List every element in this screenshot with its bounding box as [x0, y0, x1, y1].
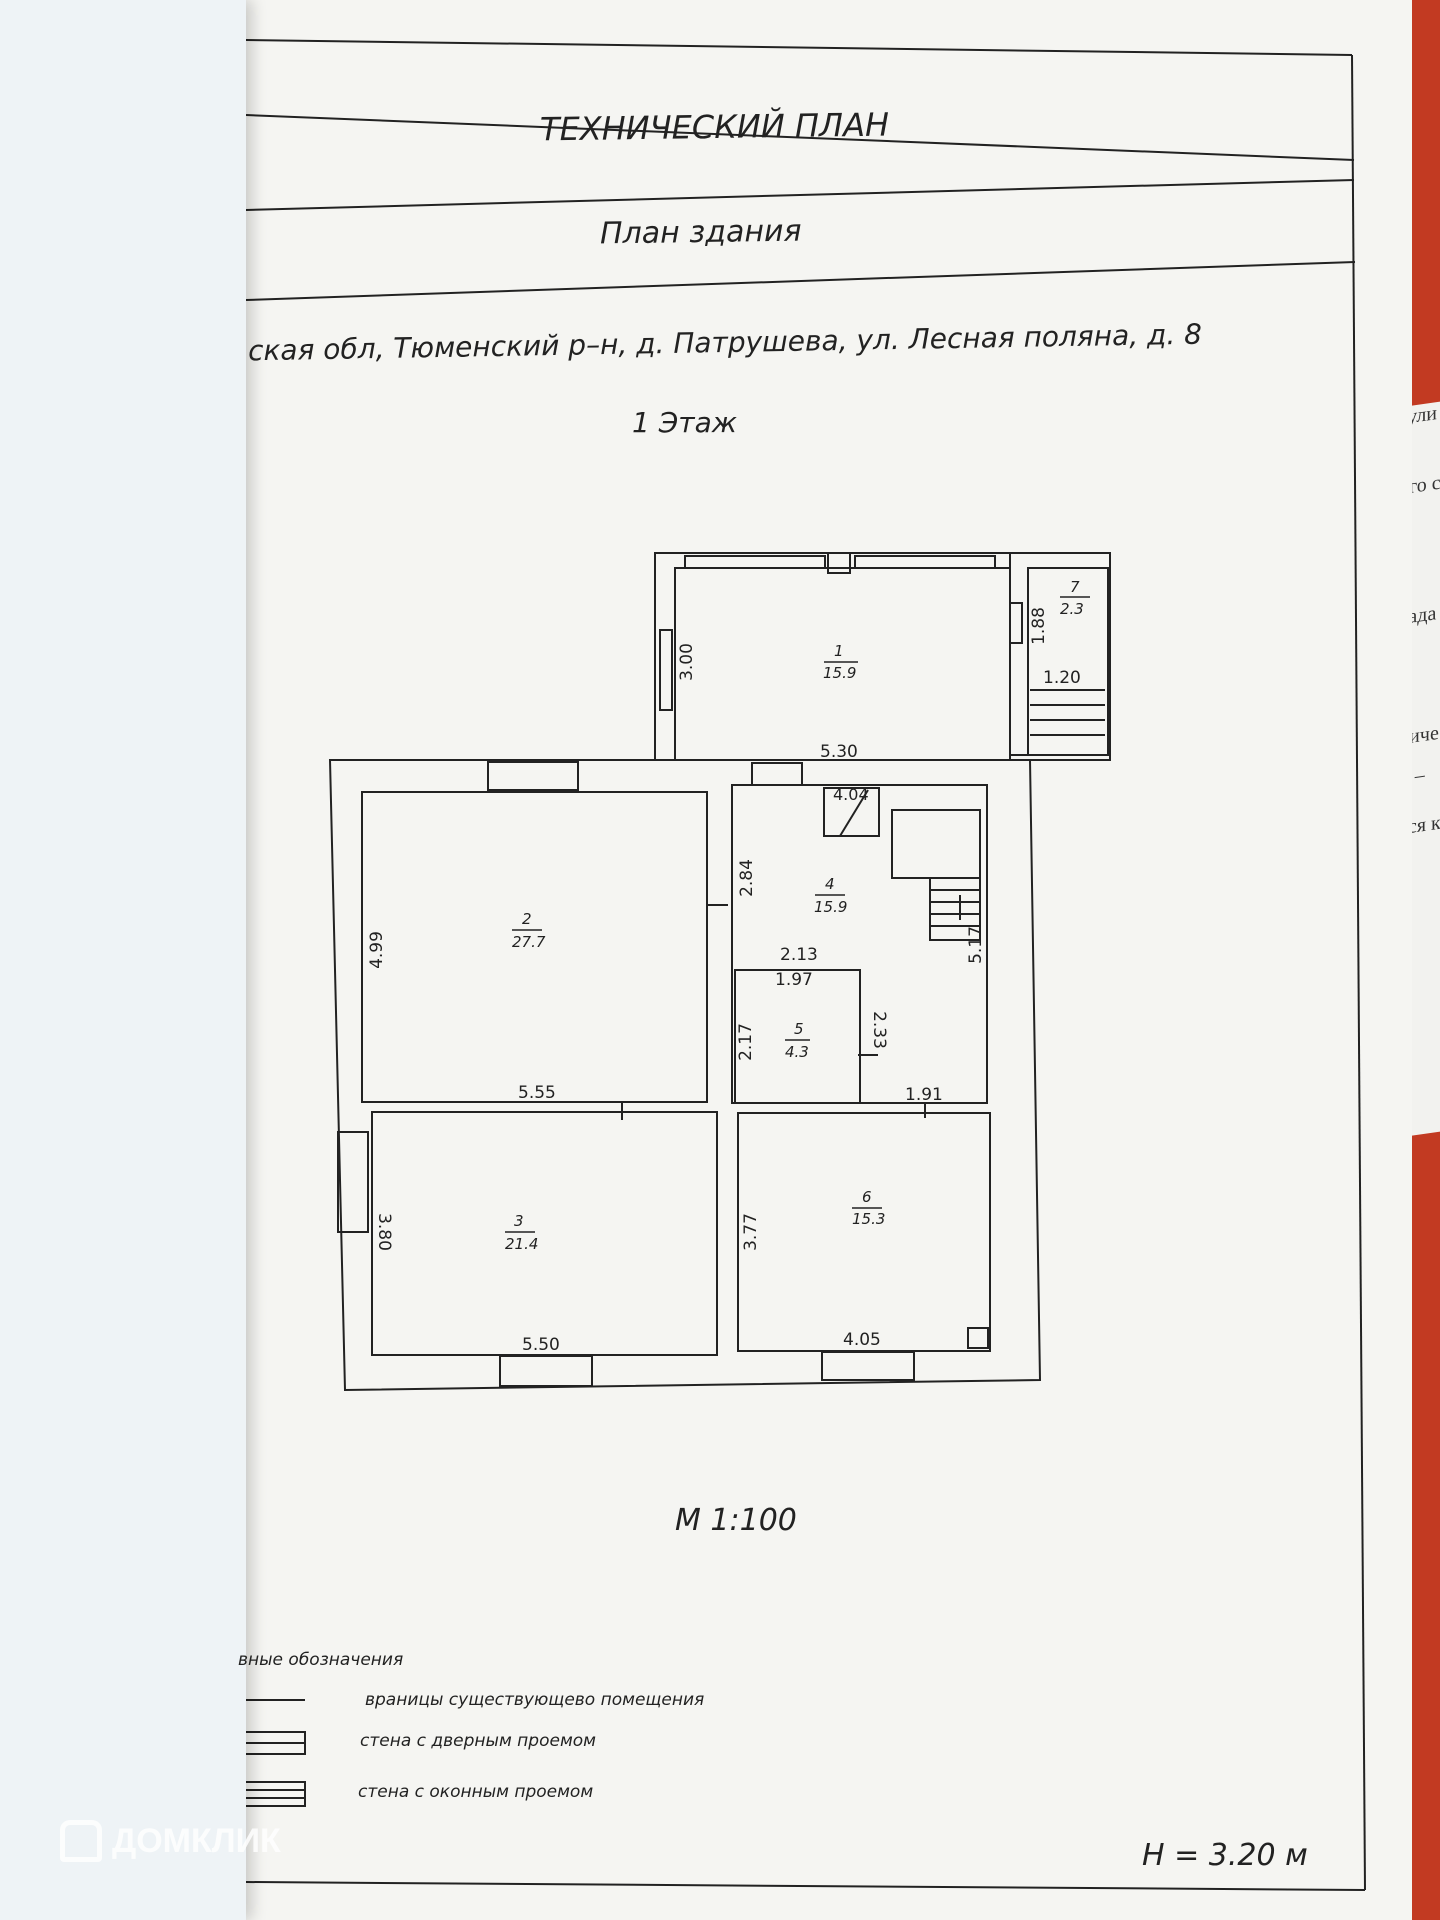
legend-door-label: стена с дверным проемом: [360, 1731, 596, 1751]
stair-arrow: [839, 789, 869, 837]
dim-room5-left: 2.17: [735, 1023, 756, 1061]
dim-room7-height: 1.88: [1028, 607, 1049, 645]
room2-number: 2: [522, 910, 532, 928]
room2-area: 27.7: [512, 933, 546, 951]
dim-room2-width: 5.55: [518, 1083, 556, 1103]
frame-right-line: [1351, 54, 1366, 1891]
watermark-text: ДОМКЛИК: [112, 1821, 281, 1860]
frame-top-line: [245, 39, 1353, 56]
dim-room6-top: 1.91: [905, 1085, 943, 1105]
room1-area: 15.9: [823, 664, 857, 682]
room1-number: 1: [834, 642, 844, 660]
room1-outer-wall: [654, 552, 1111, 761]
stair-flight-lower: [929, 877, 981, 941]
room4-number: 4: [825, 875, 835, 893]
stair-landing: [823, 787, 880, 837]
dim-room5-right: 2.33: [868, 1011, 889, 1049]
dim-room4-right: 5.17: [965, 926, 986, 964]
room6-area: 15.3: [852, 1210, 886, 1228]
window-room6-bottom: [821, 1351, 915, 1381]
room2-outline: [361, 791, 708, 1103]
house-icon: [60, 1820, 102, 1862]
room7-inner-wall: [1027, 567, 1109, 756]
room3-area: 21.4: [505, 1235, 539, 1253]
dim-room1-width: 5.30: [820, 742, 858, 762]
document-section: План здания: [599, 213, 802, 252]
legend-title: вные обозначения: [238, 1650, 404, 1670]
window-room1-top-right: [854, 555, 996, 569]
left-blank-page: [0, 0, 246, 1920]
frame-bottom-line: [245, 1881, 1366, 1891]
dim-room6-width: 4.05: [843, 1330, 881, 1350]
window-mullion: [827, 552, 851, 574]
dim-room1-height: 3.00: [676, 643, 697, 681]
scale-label: М 1:100: [675, 1503, 797, 1538]
dim-room7-width: 1.20: [1043, 668, 1081, 688]
window-room3-bottom: [499, 1355, 593, 1387]
room3-number: 3: [514, 1212, 524, 1230]
dim-room4-small: 4.04: [833, 785, 869, 804]
stair-flight-upper: [891, 809, 981, 879]
room5-outline: [734, 969, 861, 1104]
dim-room4-bottom: 2.13: [780, 945, 818, 965]
door-room4-top: [751, 762, 803, 786]
dim-room5-width: 1.97: [775, 970, 813, 990]
window-room1-top-left: [684, 555, 826, 569]
dim-room2-height: 4.99: [366, 931, 387, 969]
subtitle-divider: [245, 261, 1356, 301]
room7-outer-wall: [1009, 552, 1111, 756]
domclick-watermark: ДОМКЛИК: [60, 1820, 281, 1862]
plan-sheet: [200, 0, 1412, 1920]
header-divider: [245, 114, 1355, 161]
door-room7: [1009, 602, 1023, 644]
dim-room4-height: 2.84: [736, 859, 757, 897]
dim-room3-height: 3.80: [373, 1213, 394, 1251]
floor-label: 1 Этаж: [632, 406, 737, 439]
room7-area: 2.3: [1060, 600, 1084, 618]
legend-symbol-window: [239, 1781, 306, 1807]
main-outer-wall: [328, 759, 1042, 1392]
title-divider: [245, 179, 1355, 211]
room7-number: 7: [1070, 578, 1080, 596]
height-note: Н = 3.20 м: [1142, 1838, 1308, 1873]
legend-window-label: стена с оконным проемом: [358, 1782, 594, 1802]
room6-outline: [737, 1112, 991, 1352]
room5-number: 5: [794, 1020, 804, 1038]
dim-room6-height: 3.77: [740, 1213, 761, 1251]
room6-vent: [967, 1327, 989, 1349]
legend-boundary-label: враницы существующево помещения: [365, 1690, 705, 1710]
room6-number: 6: [862, 1188, 872, 1206]
room3-outline: [371, 1111, 718, 1356]
room5-area: 4.3: [785, 1043, 809, 1061]
window-room2-top: [487, 761, 579, 791]
document-header: ТЕХНИЧЕСКИЙ ПЛАН: [539, 105, 890, 149]
window-room3-left: [337, 1131, 369, 1233]
room4-area: 15.9: [814, 898, 848, 916]
window-room1-left: [659, 629, 673, 711]
dim-room3-width: 5.50: [522, 1335, 560, 1355]
